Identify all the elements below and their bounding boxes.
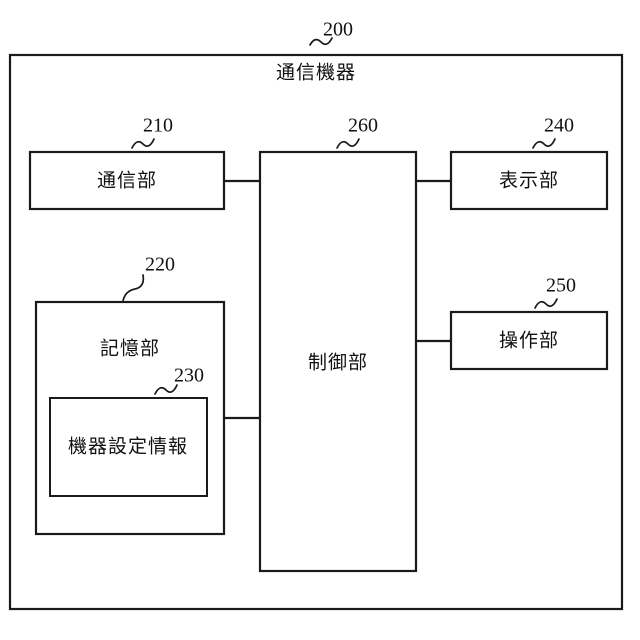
ref-numeral-230: 230 bbox=[174, 365, 204, 387]
outer-frame-title: 通信機器 bbox=[276, 62, 356, 84]
label-display-unit: 表示部 bbox=[499, 170, 559, 192]
leader-squiggle-250 bbox=[534, 298, 558, 309]
label-control-unit: 制御部 bbox=[308, 352, 368, 374]
block-communication-unit[interactable] bbox=[28, 150, 226, 211]
ref-numeral-250: 250 bbox=[546, 275, 576, 297]
block-operation-unit[interactable] bbox=[449, 310, 609, 371]
leader-squiggle-230 bbox=[154, 384, 178, 395]
ref-numeral-210: 210 bbox=[143, 115, 173, 137]
block-display-unit[interactable] bbox=[449, 150, 609, 211]
ref-numeral-200: 200 bbox=[323, 19, 353, 41]
label-operation-unit: 操作部 bbox=[499, 330, 559, 352]
block-control-unit[interactable] bbox=[258, 150, 418, 573]
label-device-setting-info: 機器設定情報 bbox=[68, 436, 188, 458]
ref-numeral-240: 240 bbox=[544, 115, 574, 137]
leader-squiggle-210 bbox=[131, 138, 155, 149]
leader-squiggle-220 bbox=[122, 274, 145, 302]
label-communication-unit: 通信部 bbox=[97, 170, 157, 192]
leader-squiggle-260 bbox=[336, 138, 360, 149]
block-device-setting-info[interactable] bbox=[49, 397, 208, 497]
label-storage-unit: 記憶部 bbox=[100, 338, 160, 360]
leader-squiggle-240 bbox=[532, 138, 556, 149]
ref-numeral-220: 220 bbox=[145, 254, 175, 276]
leader-squiggle-200 bbox=[309, 37, 333, 46]
ref-numeral-260: 260 bbox=[348, 115, 378, 137]
